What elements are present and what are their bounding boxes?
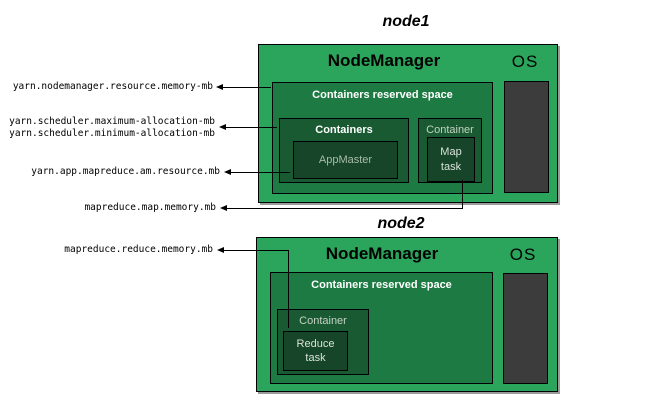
node1-title: node1 bbox=[382, 13, 430, 30]
arrow-head-map-memory-icon bbox=[220, 205, 227, 211]
arrow-line-scheduler-allocation bbox=[225, 127, 277, 128]
node1-containers-box: Containers AppMaster bbox=[279, 118, 409, 183]
node2-os-label: OS bbox=[509, 245, 537, 264]
config-label-map-memory: mapreduce.map.memory.mb bbox=[84, 202, 216, 213]
config-label-scheduler-minimum-allocation: yarn.scheduler.minimum-allocation-mb bbox=[9, 128, 215, 139]
node1-os-memory-rect bbox=[504, 81, 549, 193]
arrow-line-map-memory bbox=[226, 208, 462, 209]
node2-container-label: Container bbox=[299, 315, 347, 327]
node1-nodemanager-label: NodeManager bbox=[327, 51, 441, 70]
node2-container-box: Container Reduce task bbox=[277, 309, 369, 375]
node1-containers-label: Containers bbox=[315, 124, 373, 136]
node1-appmaster-box: AppMaster bbox=[293, 141, 398, 179]
config-label-nodemanager-resource-memory: yarn.nodemanager.resource.memory-mb bbox=[12, 81, 213, 92]
node2-reduce-task-label: Reduce task bbox=[296, 337, 335, 364]
arrow-riser-map-memory bbox=[462, 180, 463, 209]
node1-container-label: Container bbox=[426, 124, 474, 136]
arrow-head-scheduler-allocation-icon bbox=[219, 124, 226, 130]
node2-reserved-space-label: Containers reserved space bbox=[311, 279, 452, 291]
node2-title: node2 bbox=[377, 215, 425, 232]
node2-nodemanager-label: NodeManager bbox=[325, 244, 439, 263]
node2-containers-reserved-space-box: Containers reserved space Container Redu… bbox=[270, 272, 493, 384]
node1-map-task-label: Map task bbox=[440, 146, 462, 173]
node2-reduce-task-box: Reduce task bbox=[283, 331, 348, 371]
arrow-line-reduce-memory bbox=[223, 250, 288, 251]
node1-box: NodeManager OS Containers reserved space… bbox=[258, 44, 558, 203]
arrow-line-am-resource bbox=[230, 172, 290, 173]
node1-reserved-space-label: Containers reserved space bbox=[312, 89, 453, 101]
config-label-scheduler-maximum-allocation: yarn.scheduler.maximum-allocation-mb bbox=[9, 116, 215, 127]
arrow-head-reduce-memory-icon bbox=[217, 247, 224, 253]
config-label-reduce-memory: mapreduce.reduce.memory.mb bbox=[64, 244, 213, 255]
config-label-am-resource: yarn.app.mapreduce.am.resource.mb bbox=[31, 166, 220, 177]
node2-box: NodeManager OS Containers reserved space… bbox=[256, 237, 558, 392]
arrow-head-am-resource-icon bbox=[224, 169, 231, 175]
node1-containers-reserved-space-box: Containers reserved space Containers App… bbox=[272, 82, 493, 194]
node1-container-box: Container Map task bbox=[418, 118, 482, 183]
node1-os-label: OS bbox=[511, 52, 539, 71]
node1-map-task-box: Map task bbox=[427, 137, 475, 182]
arrow-dropper-reduce-memory bbox=[288, 250, 289, 328]
node1-appmaster-label: AppMaster bbox=[318, 154, 373, 166]
node2-os-memory-rect bbox=[503, 273, 548, 384]
arrow-head-nodemanager-resource-icon bbox=[216, 84, 223, 90]
arrow-line-nodemanager-resource bbox=[222, 87, 271, 88]
